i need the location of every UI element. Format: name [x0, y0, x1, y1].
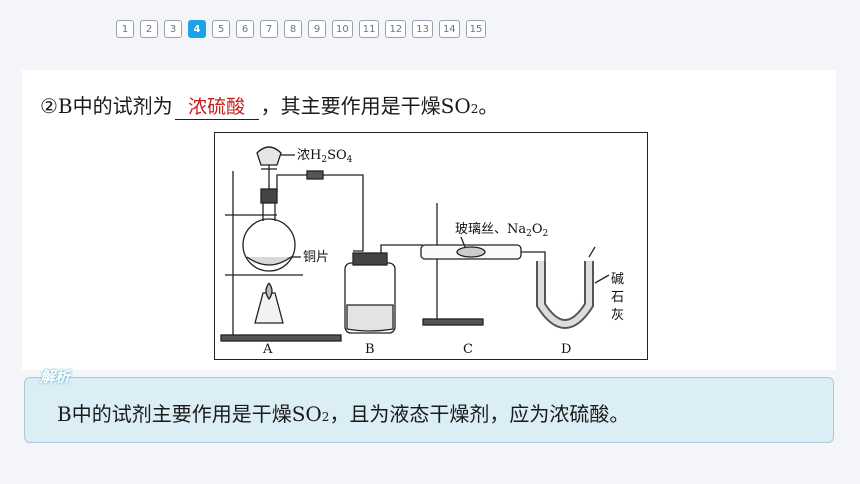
tube-c-d — [521, 251, 546, 261]
label-a: A — [262, 342, 273, 357]
label-d: D — [561, 342, 571, 357]
label-b: B — [365, 342, 375, 357]
alcohol-lamp — [254, 292, 284, 324]
stand-base-c — [422, 318, 484, 326]
page-button-9[interactable]: 9 — [308, 20, 326, 38]
tube-label: 玻璃丝、Na2O2 — [455, 222, 548, 239]
question-subscript: 2 — [470, 102, 479, 116]
page-button-11[interactable]: 11 — [358, 20, 380, 38]
solution-subscript: 2 — [321, 410, 330, 424]
page-button-7[interactable]: 7 — [260, 20, 278, 38]
flame — [265, 282, 273, 301]
u-tube-outlet — [588, 246, 596, 258]
page-button-8[interactable]: 8 — [284, 20, 302, 38]
copper-label: 铜片 — [303, 250, 329, 265]
page-button-2[interactable]: 2 — [140, 20, 158, 38]
tube-a-b — [276, 174, 364, 252]
page-button-15[interactable]: 15 — [465, 20, 487, 38]
label-c: C — [463, 342, 473, 357]
apparatus-diagram: 浓H2SO4 铜片 玻璃丝、Na2O2 碱 石 灰 A B C D — [220, 146, 624, 357]
solution-tag: 解析 — [40, 368, 71, 386]
lime-label-3: 灰 — [611, 308, 624, 323]
page-button-1[interactable]: 1 — [116, 20, 134, 38]
question-prefix: ②B中的试剂为 — [40, 94, 173, 118]
tube-b-c — [380, 244, 423, 253]
lime-pointer — [594, 274, 610, 284]
tube-connector-ab — [306, 170, 324, 180]
lime-label-1: 碱 — [611, 272, 624, 287]
solution-prefix: B中的试剂主要作用是干燥SO — [57, 402, 322, 426]
page-button-12[interactable]: 12 — [385, 20, 407, 38]
page-button-10[interactable]: 10 — [332, 20, 353, 38]
page-button-13[interactable]: 13 — [412, 20, 433, 38]
page-button-5[interactable]: 5 — [212, 20, 230, 38]
page-button-14[interactable]: 14 — [438, 20, 460, 38]
page-button-6[interactable]: 6 — [236, 20, 254, 38]
answer-blank: 浓硫酸 — [174, 92, 259, 120]
flask-a-stopper — [260, 188, 278, 204]
question-suffix: 。 — [478, 94, 499, 118]
bottle-b-liquid — [346, 304, 394, 332]
apparatus-figure: 浓H2SO4 铜片 玻璃丝、Na2O2 碱 石 灰 A B C D — [214, 132, 648, 360]
page-button-3[interactable]: 3 — [164, 20, 182, 38]
solution-suffix: ，且为液态干燥剂，应为浓硫酸。 — [329, 402, 630, 426]
lime-label-2: 石 — [611, 290, 624, 305]
page-button-4[interactable]: 4 — [188, 20, 206, 38]
flask-a — [242, 218, 296, 272]
stand-base-a — [220, 334, 342, 342]
question-middle: ，其主要作用是干燥SO — [260, 94, 471, 118]
separatory-funnel — [256, 146, 282, 166]
na2o2-sample — [456, 246, 486, 258]
bottle-b-stopper — [352, 252, 388, 266]
tube-pointer — [460, 236, 466, 248]
reagent-label: 浓H2SO4 — [297, 148, 353, 165]
